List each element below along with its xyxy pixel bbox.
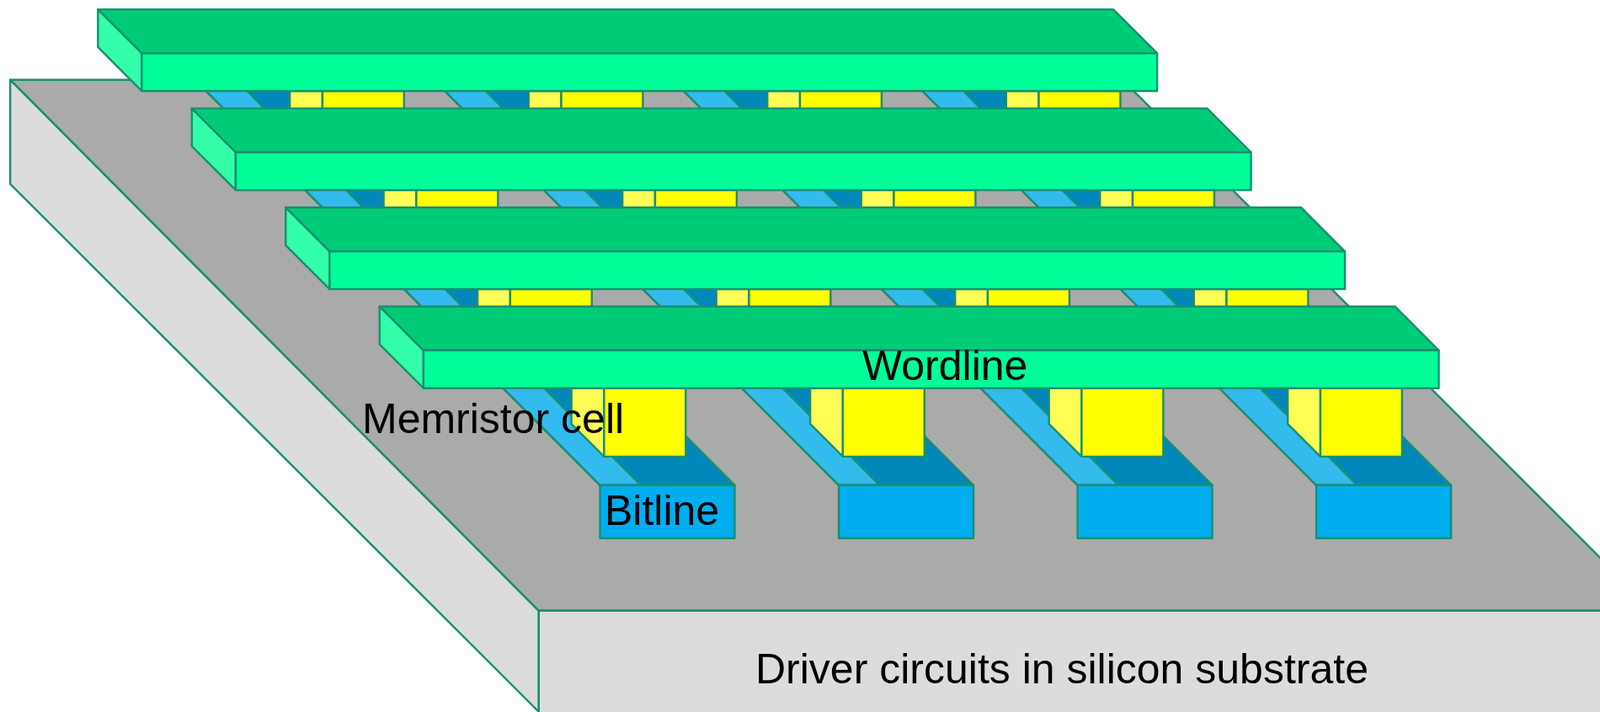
substrate bbox=[10, 80, 1600, 712]
bitline-front bbox=[1077, 485, 1213, 539]
memristor-side bbox=[1049, 388, 1083, 457]
substrate-top bbox=[10, 80, 1600, 611]
wordline-front bbox=[141, 53, 1158, 91]
memristor-side bbox=[1287, 388, 1321, 457]
bitline-front bbox=[838, 485, 974, 539]
wordline-top bbox=[285, 207, 1345, 251]
wordline-front bbox=[329, 250, 1345, 289]
bitline-label: Bitline bbox=[604, 489, 720, 532]
wordline-top bbox=[97, 9, 1158, 54]
wordline-label: Wordline bbox=[862, 344, 1028, 387]
memristor-front bbox=[1320, 388, 1403, 457]
wordline-front bbox=[235, 152, 1252, 191]
memristor-front bbox=[1081, 388, 1163, 457]
memristor-side bbox=[810, 388, 843, 457]
bitline-front bbox=[1316, 485, 1451, 539]
memristor-label: Memristor cell bbox=[362, 397, 624, 440]
wordline-top bbox=[192, 108, 1252, 153]
substrate-front bbox=[538, 610, 1600, 712]
bitline-front bbox=[600, 485, 736, 539]
memristor-front bbox=[842, 388, 925, 457]
substrate-label: Driver circuits in silicon substrate bbox=[755, 647, 1369, 690]
